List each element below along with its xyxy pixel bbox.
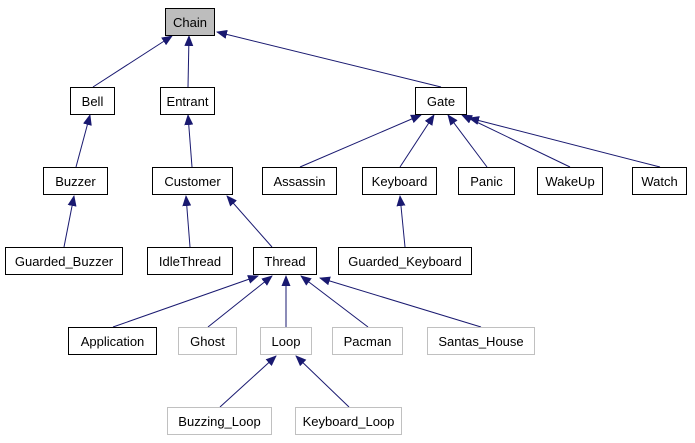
class-node-wakeup[interactable]: WakeUp: [537, 167, 603, 195]
class-node-keyboard[interactable]: Keyboard: [362, 167, 437, 195]
inheritance-arrow-santas_house-to-thread: [319, 276, 482, 328]
class-node-customer[interactable]: Customer: [152, 167, 233, 195]
inheritance-arrow-entrant-to-chain: [184, 35, 194, 88]
class-node-thread[interactable]: Thread: [253, 247, 317, 275]
class-node-watch[interactable]: Watch: [632, 167, 687, 195]
inheritance-arrow-wakeup-to-gate: [461, 114, 571, 168]
class-node-idlethread[interactable]: IdleThread: [147, 247, 233, 275]
class-node-loop[interactable]: Loop: [260, 327, 312, 355]
class-node-bell[interactable]: Bell: [70, 87, 115, 115]
class-node-santas_house[interactable]: Santas_House: [427, 327, 535, 355]
class-node-chain[interactable]: Chain: [165, 8, 215, 36]
inheritance-arrow-buzzing_loop-to-loop: [219, 355, 277, 408]
class-node-assassin[interactable]: Assassin: [262, 167, 337, 195]
inheritance-arrow-bell-to-chain: [92, 35, 173, 88]
class-node-panic[interactable]: Panic: [458, 167, 515, 195]
inheritance-arrow-customer-to-entrant: [184, 114, 194, 168]
inheritance-arrow-pacman-to-thread: [300, 275, 369, 328]
inheritance-arrow-keyboard_loop-to-loop: [295, 355, 350, 408]
inheritance-arrow-assassin-to-gate: [299, 114, 422, 168]
inheritance-arrow-watch-to-gate: [468, 116, 661, 168]
inheritance-arrow-buzzer-to-bell: [75, 114, 92, 168]
class-node-buzzer[interactable]: Buzzer: [43, 167, 108, 195]
inheritance-arrow-thread-to-customer: [226, 195, 273, 248]
class-node-ghost[interactable]: Ghost: [178, 327, 237, 355]
inheritance-arrow-keyboard-to-gate: [399, 114, 435, 168]
inheritance-arrow-application-to-thread: [112, 275, 259, 328]
inheritance-arrow-guarded_buzzer-to-buzzer: [63, 195, 77, 248]
inheritance-arrow-ghost-to-thread: [207, 275, 273, 328]
class-node-gate[interactable]: Gate: [415, 87, 467, 115]
inheritance-arrow-idlethread-to-customer: [182, 195, 192, 248]
class-node-guarded_keyboard[interactable]: Guarded_Keyboard: [338, 247, 472, 275]
inheritance-arrow-gate-to-chain: [216, 30, 442, 88]
class-node-pacman[interactable]: Pacman: [332, 327, 403, 355]
class-node-application[interactable]: Application: [68, 327, 157, 355]
class-node-buzzing_loop[interactable]: Buzzing_Loop: [167, 407, 272, 435]
inheritance-arrow-guarded_keyboard-to-keyboard: [396, 195, 406, 248]
inheritance-arrow-panic-to-gate: [447, 114, 488, 168]
class-node-guarded_buzzer[interactable]: Guarded_Buzzer: [5, 247, 123, 275]
class-node-keyboard_loop[interactable]: Keyboard_Loop: [295, 407, 402, 435]
class-node-entrant[interactable]: Entrant: [160, 87, 215, 115]
